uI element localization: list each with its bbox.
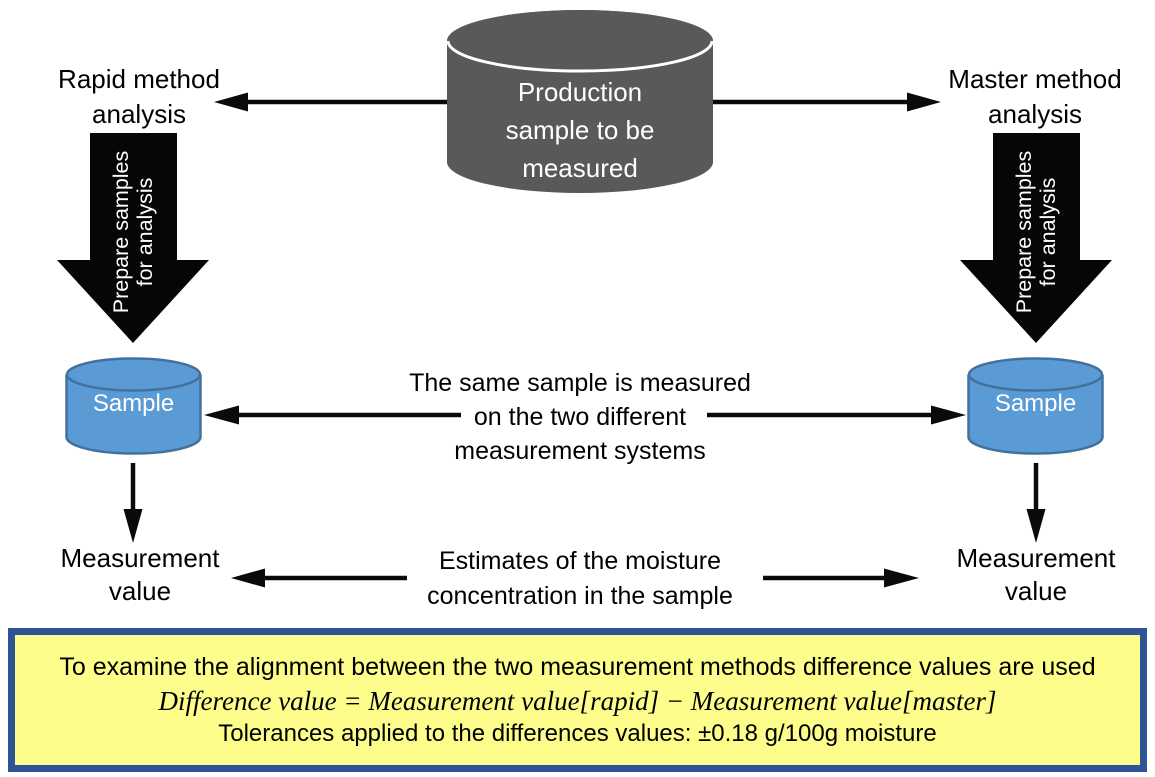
arrow-estimates-to-left-value [231, 568, 407, 588]
sample-cylinder-right-shape [967, 357, 1104, 455]
same-sample-note: The same sample is measured on the two d… [409, 369, 751, 465]
arrow-production-to-rapid [214, 92, 450, 112]
sample-left-label: Sample [92, 390, 175, 417]
sample-cylinder-left-shape [65, 357, 202, 455]
tolerance-text: Tolerances applied to the differences va… [218, 719, 937, 747]
prepare-arrow-right: Prepare samples for analysis [960, 133, 1112, 343]
prepare-arrow-left: Prepare samples for analysis [57, 133, 209, 343]
arrow-production-to-master [712, 92, 941, 112]
rapid-method-label: Rapid method analysis [58, 64, 220, 129]
measurement-value-left-label: Measurement value [60, 543, 220, 606]
arrow-estimates-to-right-value [763, 568, 919, 588]
arrow-left-sample-to-value [123, 463, 143, 543]
callout-intro-text: To examine the alignment between the two… [59, 652, 1096, 681]
estimates-note: Estimates of the moisture concentration … [427, 547, 733, 610]
sample-right-label: Sample [994, 390, 1077, 417]
prepare-arrow-left-label: Prepare samples for analysis [108, 150, 157, 313]
difference-value-callout: To examine the alignment between the two… [8, 628, 1147, 772]
production-cylinder-label: Production sample to be measured [505, 77, 655, 183]
arrow-right-sample-to-value [1026, 463, 1046, 543]
down-arrow-shape [57, 133, 209, 343]
measurement-value-right-label: Measurement value [956, 543, 1116, 606]
prepare-arrow-right-label: Prepare samples for analysis [1011, 150, 1060, 313]
master-method-label: Master method analysis [948, 64, 1122, 129]
down-arrow-shape [960, 133, 1112, 343]
production-cylinder-shape [447, 10, 713, 193]
difference-formula: Difference value = Measurement value[rap… [158, 685, 997, 716]
